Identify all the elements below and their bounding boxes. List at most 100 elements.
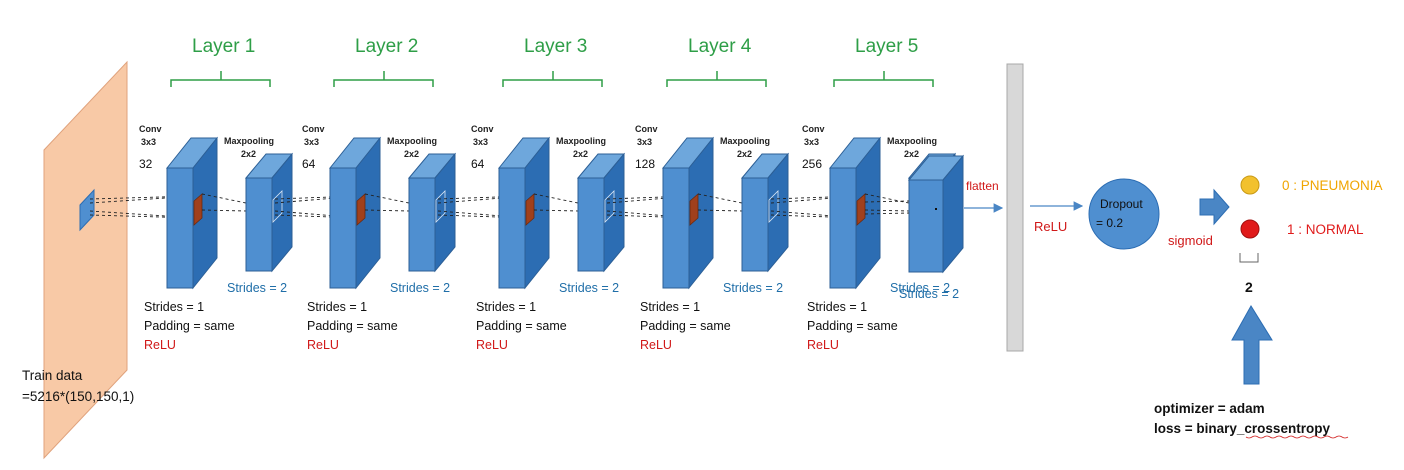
pool-line — [364, 193, 410, 204]
output-neuron-normal — [1240, 219, 1260, 239]
activation-label: ReLU — [476, 338, 508, 352]
pool-line — [201, 209, 247, 212]
pool-size-label: 2x2 — [404, 149, 419, 159]
pool-size-label: 2x2 — [241, 149, 256, 159]
conv-filters-label: 64 — [302, 157, 316, 171]
pool-block — [740, 152, 790, 273]
conv-filter-patch — [525, 193, 535, 226]
pool-label: Maxpooling — [887, 136, 937, 146]
flatten-label: flatten — [966, 179, 999, 193]
receptive-line — [606, 210, 693, 219]
conv-block-front — [166, 167, 194, 289]
conv-filter-patch — [356, 193, 366, 226]
optimizer-label: optimizer = adam — [1154, 401, 1265, 416]
layer-title: Layer 4 — [688, 36, 752, 57]
conv-block-front — [662, 167, 690, 289]
strides-1-label: Strides = 1 — [307, 300, 367, 314]
strides-2-label: Strides = 2 — [559, 281, 619, 295]
output-neuron-pneumonia — [1240, 175, 1260, 195]
receptive-line — [274, 195, 360, 204]
pool-line — [201, 193, 247, 204]
conv-kernel-label: 3x3 — [473, 137, 488, 147]
padding-label: Padding = same — [807, 319, 898, 333]
conv-block-front — [498, 167, 526, 289]
dropout-node — [1088, 178, 1160, 250]
loss-label: loss = binary_crossentropy — [1154, 421, 1330, 436]
pool-size-label: 2x2 — [737, 149, 752, 159]
layer-title: Layer 2 — [355, 36, 418, 57]
layer-bracket — [666, 71, 767, 87]
conv-label: Conv — [802, 124, 825, 134]
conv-kernel-label: 3x3 — [637, 137, 652, 147]
conv-kernel-label: 3x3 — [804, 137, 819, 147]
layer-bracket — [833, 71, 934, 87]
conv-kernel-label: 3x3 — [141, 137, 156, 147]
output-brace — [1239, 253, 1259, 263]
output-block-arrow — [1199, 188, 1230, 226]
pool-block-front — [245, 177, 273, 272]
layer-title: Layer 3 — [524, 36, 587, 57]
padding-label: Padding = same — [476, 319, 567, 333]
pool-window — [604, 190, 615, 223]
strides-1-label: Strides = 1 — [144, 300, 204, 314]
pool-line — [364, 209, 410, 212]
receptive-line — [606, 195, 693, 200]
conv-block-front — [829, 167, 857, 289]
padding-label: Padding = same — [144, 319, 235, 333]
pool-block-front — [408, 177, 436, 272]
final-feature-map-front — [908, 179, 944, 273]
pool-line — [697, 193, 743, 204]
layer-bracket — [333, 71, 434, 87]
pool-label: Maxpooling — [556, 136, 606, 146]
conv-label: Conv — [635, 124, 658, 134]
padding-label: Padding = same — [307, 319, 398, 333]
output-label-normal: 1 : NORMAL — [1287, 222, 1364, 237]
activation-label: ReLU — [307, 338, 339, 352]
layer-bracket — [502, 71, 603, 87]
receptive-line — [606, 214, 693, 219]
receptive-line — [274, 214, 360, 219]
pool-block-front — [577, 177, 605, 272]
activation-label: ReLU — [807, 338, 839, 352]
receptive-line — [274, 195, 360, 200]
pool-line — [697, 209, 743, 212]
pool-line — [533, 193, 579, 204]
strides-2-label: Strides = 2 — [227, 281, 287, 295]
conv-filters-label: 64 — [471, 157, 485, 171]
pool-label: Maxpooling — [720, 136, 770, 146]
conv-block — [165, 136, 219, 290]
final-feature-map — [907, 154, 965, 274]
input-label-line2: =5216*(150,150,1) — [22, 389, 134, 404]
conv-label: Conv — [471, 124, 494, 134]
input-label-line1: Train data — [22, 368, 83, 383]
input-receptive-field — [79, 188, 95, 232]
activation-label: ReLU — [640, 338, 672, 352]
conv-filter-patch — [856, 193, 866, 226]
pool-block — [576, 152, 626, 273]
pool-block — [407, 152, 457, 273]
final-map-dot — [935, 208, 937, 210]
conv-filters-label: 32 — [139, 157, 153, 171]
output-label-pneumonia: 0 : PNEUMONIA — [1282, 178, 1383, 193]
conv-block — [661, 136, 715, 290]
pool-window — [768, 190, 779, 223]
layer-title: Layer 1 — [192, 36, 255, 57]
conv-block — [328, 136, 382, 290]
training-up-arrow — [1231, 305, 1273, 385]
pool-label: Maxpooling — [224, 136, 274, 146]
layer-title: Layer 5 — [855, 36, 918, 57]
conv-block — [497, 136, 551, 290]
padding-label: Padding = same — [640, 319, 731, 333]
pool-block — [244, 152, 294, 273]
layer-bracket — [170, 71, 271, 87]
spellcheck-squiggle — [1245, 435, 1349, 439]
conv-label: Conv — [302, 124, 325, 134]
pool-window — [272, 190, 283, 223]
output-count: 2 — [1245, 279, 1253, 295]
strides-1-label: Strides = 1 — [807, 300, 867, 314]
